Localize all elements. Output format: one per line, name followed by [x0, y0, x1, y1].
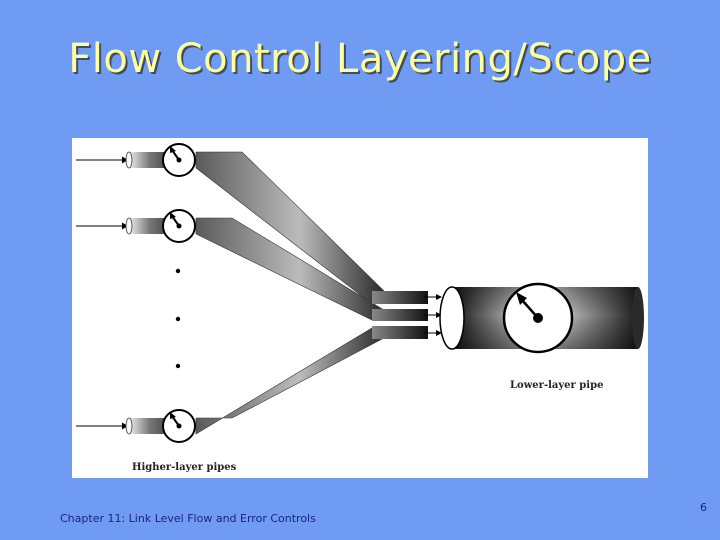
- slide-title: Flow Control Layering/Scope: [68, 36, 652, 82]
- lower-layer-pipe: [439, 282, 644, 354]
- flow-control-diagram: Lower-layer pipe Higher-layer pipes: [72, 138, 648, 478]
- higher-layer-pipe: [125, 209, 196, 243]
- lower-layer-pipe-label: Lower-layer pipe: [510, 380, 603, 391]
- ellipsis-dots: [175, 268, 181, 369]
- exit-stubs: [372, 291, 442, 339]
- slide-footer: Chapter 11: Link Level Flow and Error Co…: [60, 512, 316, 525]
- flow-bands: [195, 151, 385, 435]
- page-number: 6: [700, 501, 707, 514]
- input-arrows: [76, 156, 128, 430]
- higher-layer-pipes-label: Higher-layer pipes: [132, 462, 237, 473]
- higher-layer-pipe: [125, 409, 196, 443]
- higher-layer-pipe: [125, 143, 196, 177]
